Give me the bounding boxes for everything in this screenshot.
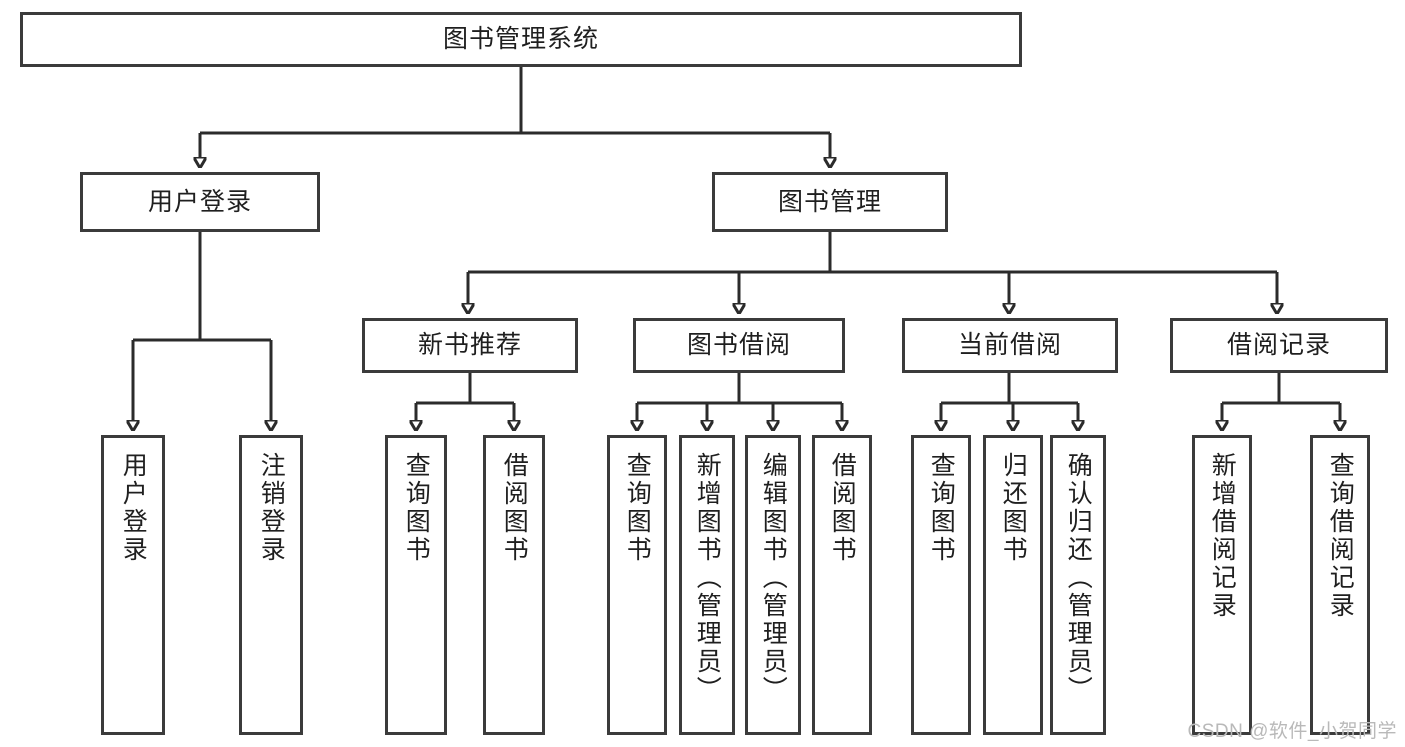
node-root[interactable]: 图书管理系统	[20, 12, 1022, 67]
edge-bookborrow-to-leaves	[637, 373, 842, 421]
node-leaf-add-book-label: 新增图书（管理员）	[693, 452, 722, 704]
node-leaf-add-record-label: 新增借阅记录	[1208, 452, 1237, 620]
node-new-book-recommend-label: 新书推荐	[417, 331, 522, 359]
node-leaf-logout-label: 注销登录	[257, 452, 286, 564]
node-current-borrow[interactable]: 当前借阅	[902, 318, 1118, 373]
node-borrow-record-label: 借阅记录	[1226, 331, 1331, 359]
node-leaf-confirm-return-label: 确认归还（管理员）	[1064, 452, 1093, 704]
node-user-login[interactable]: 用户登录	[80, 172, 320, 232]
node-leaf-borrow-book-2-label: 借阅图书	[828, 452, 857, 564]
edge-newbook-to-leaves	[416, 373, 514, 421]
node-leaf-query-book-2-label: 查询图书	[623, 452, 652, 564]
node-leaf-query-book-1-label: 查询图书	[402, 452, 431, 564]
node-root-label: 图书管理系统	[442, 25, 599, 53]
node-book-borrow[interactable]: 图书借阅	[633, 318, 845, 373]
node-leaf-return-book[interactable]: 归还图书	[983, 435, 1043, 735]
node-leaf-borrow-book-1-label: 借阅图书	[500, 452, 529, 564]
node-current-borrow-label: 当前借阅	[957, 331, 1062, 359]
node-leaf-query-book-3[interactable]: 查询图书	[911, 435, 971, 735]
node-leaf-edit-book[interactable]: 编辑图书（管理员）	[745, 435, 801, 735]
node-leaf-user-login-label: 用户登录	[119, 452, 148, 564]
node-new-book-recommend[interactable]: 新书推荐	[362, 318, 578, 373]
edge-bookmanage-to-level2	[468, 232, 1277, 304]
edge-borrowrecord-to-leaves	[1222, 373, 1340, 421]
node-leaf-add-book[interactable]: 新增图书（管理员）	[679, 435, 735, 735]
edge-currentborrow-to-leaves	[941, 373, 1078, 421]
node-book-borrow-label: 图书借阅	[686, 331, 791, 359]
node-leaf-query-book-2[interactable]: 查询图书	[607, 435, 667, 735]
csdn-watermark: CSDN @软件_小贺同学	[1187, 721, 1397, 742]
edge-userlogin-to-leaves	[133, 232, 271, 421]
node-leaf-query-book-1[interactable]: 查询图书	[385, 435, 447, 735]
node-leaf-query-record[interactable]: 查询借阅记录	[1310, 435, 1370, 735]
node-leaf-query-book-3-label: 查询图书	[927, 452, 956, 564]
node-leaf-query-record-label: 查询借阅记录	[1326, 452, 1355, 620]
node-leaf-borrow-book-2[interactable]: 借阅图书	[812, 435, 872, 735]
node-leaf-logout[interactable]: 注销登录	[239, 435, 303, 735]
node-leaf-confirm-return[interactable]: 确认归还（管理员）	[1050, 435, 1106, 735]
node-book-manage-label: 图书管理	[777, 187, 882, 216]
node-user-login-label: 用户登录	[147, 187, 252, 216]
node-leaf-edit-book-label: 编辑图书（管理员）	[759, 452, 788, 704]
node-book-manage[interactable]: 图书管理	[712, 172, 948, 232]
edge-root-to-level1	[200, 67, 830, 158]
node-leaf-add-record[interactable]: 新增借阅记录	[1192, 435, 1252, 735]
node-leaf-return-book-label: 归还图书	[999, 452, 1028, 564]
node-borrow-record[interactable]: 借阅记录	[1170, 318, 1388, 373]
node-leaf-borrow-book-1[interactable]: 借阅图书	[483, 435, 545, 735]
node-leaf-user-login[interactable]: 用户登录	[101, 435, 165, 735]
